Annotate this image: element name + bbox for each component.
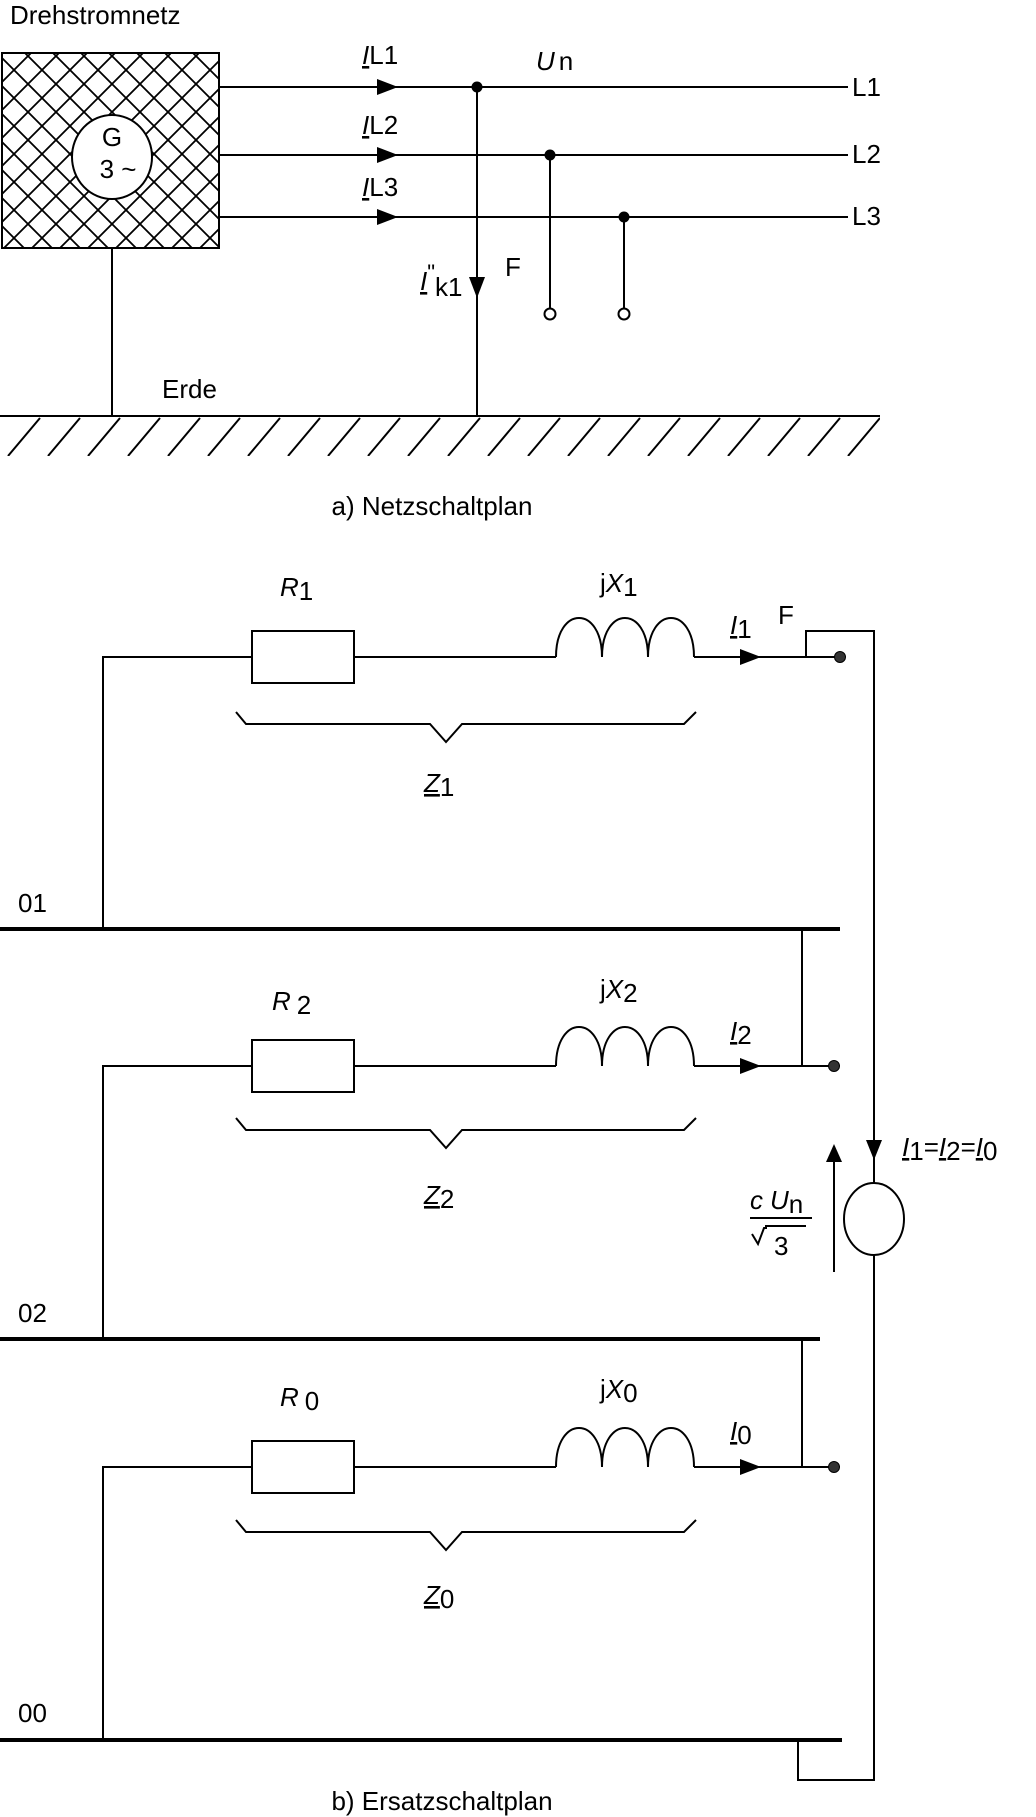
- label-jX0: jX0: [599, 1374, 638, 1408]
- svg-text:cUn: cUn: [750, 1185, 803, 1219]
- fault-loop-top: [805, 630, 875, 1140]
- svg-text:I1: I1: [730, 610, 752, 644]
- arrow-I1: [740, 649, 761, 665]
- arrow-I2: [740, 1058, 761, 1074]
- generator-block: G 3 ~: [1, 52, 220, 249]
- inductor-X1: [555, 617, 695, 658]
- label-Ik1: I"k1: [420, 260, 463, 302]
- svg-text:IL3: IL3: [362, 172, 398, 202]
- label-Z0: Z0: [423, 1580, 454, 1614]
- line-label-L1: L1: [852, 72, 881, 102]
- arrow-I-series: [866, 1140, 882, 1160]
- source-voltage-arrow: [826, 1144, 842, 1162]
- resistor-R0: [251, 1440, 355, 1494]
- brace-Z2: [235, 1117, 697, 1150]
- label-jX1: jX1: [599, 568, 638, 602]
- arrow-I0: [740, 1459, 761, 1475]
- earth-symbol: [0, 415, 880, 456]
- fault-label-F-b: F: [778, 600, 794, 630]
- brace-Z0: [235, 1519, 697, 1552]
- label-Z1: Z1: [423, 768, 454, 802]
- label-Z2: Z2: [423, 1180, 454, 1214]
- label-IL2: IL2: [362, 110, 398, 140]
- arrow-IL3: [377, 209, 398, 225]
- terminal-F0: [828, 1461, 840, 1473]
- svg-text:jX2: jX2: [599, 974, 638, 1008]
- line-label-L2: L2: [852, 139, 881, 169]
- inductor-X0: [555, 1427, 695, 1468]
- label-IL3: IL3: [362, 172, 398, 202]
- svg-text:I0: I0: [730, 1416, 752, 1450]
- terminal-L2: [543, 307, 557, 321]
- label-jX2: jX2: [599, 974, 638, 1008]
- svg-text:R1: R1: [280, 572, 313, 606]
- line-label-L3: L3: [852, 201, 881, 231]
- voltage-source: [843, 1182, 905, 1256]
- arrow-IL2: [377, 147, 398, 163]
- generator-label: G: [102, 122, 122, 152]
- label-R1: R1: [280, 572, 313, 606]
- bus-label-02: 02: [18, 1298, 47, 1328]
- resistor-R2: [251, 1039, 355, 1093]
- svg-text:Z2: Z2: [423, 1180, 454, 1214]
- svg-text:I2: I2: [730, 1016, 752, 1050]
- label-I0: I0: [730, 1416, 752, 1450]
- svg-text:R2: R2: [272, 986, 311, 1020]
- bus-label-01: 01: [18, 888, 47, 918]
- positive-sequence-network: R1 jX1 I1 F Z1 01: [0, 568, 875, 1140]
- svg-text:I1=I2=I0: I1=I2=I0: [902, 1132, 997, 1166]
- earth-label: Erde: [162, 374, 217, 404]
- generator-phase: 3 ~: [100, 154, 137, 184]
- arrow-Ik1: [469, 277, 485, 298]
- svg-text:IL2: IL2: [362, 110, 398, 140]
- svg-text:Z0: Z0: [423, 1580, 454, 1614]
- return-loop: [797, 1140, 875, 1781]
- inductor-X2: [555, 1026, 695, 1067]
- terminal-L3: [617, 307, 631, 321]
- label-current-equality: I1=I2=I0: [902, 1132, 997, 1166]
- svg-text:IL1: IL1: [362, 40, 398, 70]
- resistor-R1: [251, 630, 355, 684]
- svg-text:Un: Un: [536, 46, 573, 76]
- fault-label-F: F: [505, 252, 521, 282]
- label-IL1: IL1: [362, 40, 398, 70]
- svg-text:jX1: jX1: [599, 568, 638, 602]
- svg-text:jX0: jX0: [599, 1374, 638, 1408]
- bus-label-00: 00: [18, 1698, 47, 1728]
- generator-symbol: [71, 114, 153, 200]
- svg-text:Z1: Z1: [423, 768, 454, 802]
- svg-text:R0: R0: [280, 1382, 319, 1416]
- network-title: Drehstromnetz: [10, 0, 181, 30]
- label-I1: I1: [730, 610, 752, 644]
- brace-Z1: [235, 711, 697, 744]
- equivalent-circuit: R1 jX1 I1 F Z1 01: [0, 568, 997, 1816]
- label-I2: I2: [730, 1016, 752, 1050]
- svg-text:I"k1: I"k1: [420, 260, 463, 302]
- caption-b: b) Ersatzschaltplan: [331, 1786, 552, 1816]
- terminal-F2: [828, 1060, 840, 1072]
- caption-a: a) Netzschaltplan: [332, 491, 533, 521]
- svg-text:3: 3: [774, 1231, 788, 1261]
- arrow-IL1: [377, 79, 398, 95]
- terminal-F1: [834, 651, 846, 663]
